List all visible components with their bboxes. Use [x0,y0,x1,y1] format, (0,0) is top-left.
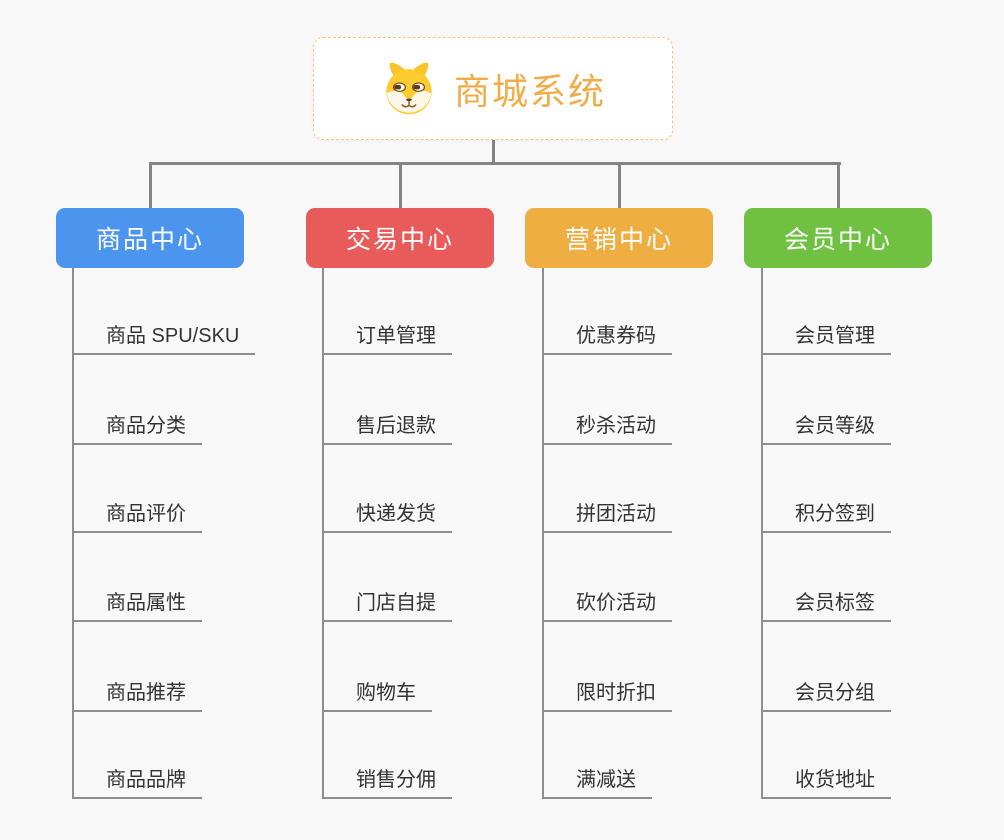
branch-column-marketing: 优惠券码 秒杀活动 拼团活动 砍价活动 限时折扣 满减送 [542,268,672,799]
leaf-item[interactable]: 会员分组 [763,668,891,712]
connector-drop-trade [399,162,402,208]
leaf-item[interactable]: 满减送 [544,755,652,799]
connector-drop-members [837,162,840,208]
leaf-item[interactable]: 限时折扣 [544,668,672,712]
connector-root-stub [492,140,495,164]
leaf-item[interactable]: 商品推荐 [74,668,202,712]
root-title: 商城系统 [453,70,606,112]
leaf-item[interactable]: 拼团活动 [544,489,672,533]
branch-header-trade[interactable]: 交易中心 [306,208,494,268]
branch-header-marketing[interactable]: 营销中心 [525,208,713,268]
shiba-dog-icon [386,62,432,114]
leaf-item[interactable]: 购物车 [324,668,432,712]
leaf-item[interactable]: 收货地址 [763,755,891,799]
connector-drop-marketing [618,162,621,208]
branch-header-members[interactable]: 会员中心 [744,208,932,268]
leaf-item[interactable]: 会员标签 [763,578,891,622]
leaf-item[interactable]: 门店自提 [324,578,452,622]
leaf-item[interactable]: 会员管理 [763,311,891,355]
branch-column-members: 会员管理 会员等级 积分签到 会员标签 会员分组 收货地址 [761,268,891,799]
connector-bus [149,162,841,165]
leaf-item[interactable]: 商品品牌 [74,755,202,799]
leaf-item[interactable]: 商品评价 [74,489,202,533]
leaf-item[interactable]: 商品分类 [74,401,202,445]
branch-header-products[interactable]: 商品中心 [56,208,244,268]
leaf-item[interactable]: 积分签到 [763,489,891,533]
leaf-item[interactable]: 商品属性 [74,578,202,622]
leaf-item[interactable]: 订单管理 [324,311,452,355]
leaf-item[interactable]: 商品 SPU/SKU [74,311,256,355]
branch-column-trade: 订单管理 售后退款 快递发货 门店自提 购物车 销售分佣 [322,268,452,799]
root-node[interactable]: 商城系统 [313,37,673,140]
leaf-item[interactable]: 秒杀活动 [544,401,672,445]
branch-column-products: 商品 SPU/SKU 商品分类 商品评价 商品属性 商品推荐 商品品牌 [72,268,256,799]
leaf-item[interactable]: 会员等级 [763,401,891,445]
leaf-item[interactable]: 售后退款 [324,401,452,445]
connector-drop-products [149,162,152,208]
leaf-item[interactable]: 销售分佣 [324,755,452,799]
leaf-item[interactable]: 快递发货 [324,489,452,533]
leaf-item[interactable]: 砍价活动 [544,578,672,622]
leaf-item[interactable]: 优惠券码 [544,311,672,355]
